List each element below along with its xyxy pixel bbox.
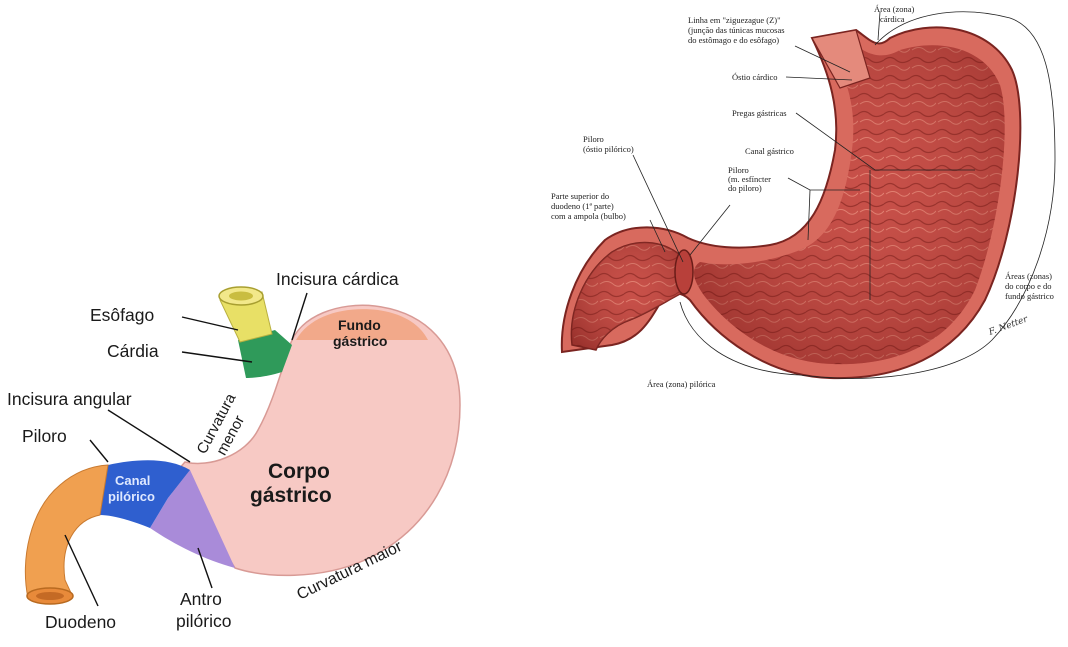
label-canal-gastrico: Canal gástrico [745, 146, 794, 156]
label-canal-pilorico: pilórico [108, 489, 155, 504]
label-parte-superior-3: com a ampola (bulbo) [551, 211, 626, 221]
pylorus-ring [674, 249, 694, 295]
right-stomach-illustration: Área (zona) cárdica Linha em "ziguezague… [551, 4, 1056, 389]
label-canal: Canal [115, 473, 150, 488]
label-piloro-ostio-2: (óstio pilórico) [583, 144, 634, 154]
cardia-region [238, 330, 292, 378]
label-pregas-gastricas: Pregas gástricas [732, 108, 787, 118]
antrum-region [150, 470, 235, 568]
pyloric-canal-region [100, 460, 190, 528]
label-incisura-cardica: Incisura cárdica [276, 269, 399, 289]
label-area-pilorica: Área (zona) pilórica [647, 379, 716, 389]
label-corpo-gastrico: gástrico [250, 484, 332, 507]
label-fundo: Fundo [338, 317, 381, 333]
label-cardia: Cárdia [107, 341, 159, 361]
label-linha-2: (junção das túnicas mucosas [688, 25, 785, 35]
label-fundo-gastrico: gástrico [333, 333, 387, 349]
label-duodeno: Duodeno [45, 612, 116, 632]
label-antro: Antro [180, 589, 222, 609]
label-areas-3: fundo gástrico [1005, 291, 1054, 301]
label-incisura-angular: Incisura angular [7, 389, 132, 409]
netter-signature: F. Netter [987, 314, 1030, 338]
label-areas-2: do corpo e do [1005, 281, 1052, 291]
left-stomach-diagram: Incisura cárdica Esôfago Cárdia Incisura… [7, 269, 461, 632]
label-ostio-cardico: Óstio cárdico [732, 72, 778, 82]
label-piloro-m-2: (m. esfíncter [728, 174, 771, 184]
label-pilorico: pilórico [176, 611, 231, 631]
label-parte-superior-2: duodeno (1ª parte) [551, 201, 614, 211]
label-piloro-m-3: do piloro) [728, 183, 762, 193]
label-linha-3: do estômago e do esôfago) [688, 35, 779, 45]
duodenum-region [24, 464, 109, 599]
label-area-cardica-2: cárdica [880, 14, 905, 24]
label-parte-superior-1: Parte superior do [551, 191, 609, 201]
label-area-cardica-1: Área (zona) [874, 4, 915, 14]
label-piloro: Piloro [22, 426, 67, 446]
fundus-region [296, 309, 428, 340]
label-linha-1: Linha em "ziguezague (Z)" [688, 15, 781, 25]
esophagus-tube [811, 29, 871, 89]
gastric-body-region [163, 304, 461, 577]
label-corpo: Corpo [268, 460, 330, 483]
label-piloro-ostio-1: Piloro [583, 134, 604, 144]
label-areas-1: Áreas (zonas) [1005, 271, 1052, 281]
label-piloro-m-1: Piloro [728, 165, 749, 175]
label-esofago: Esôfago [90, 305, 154, 325]
